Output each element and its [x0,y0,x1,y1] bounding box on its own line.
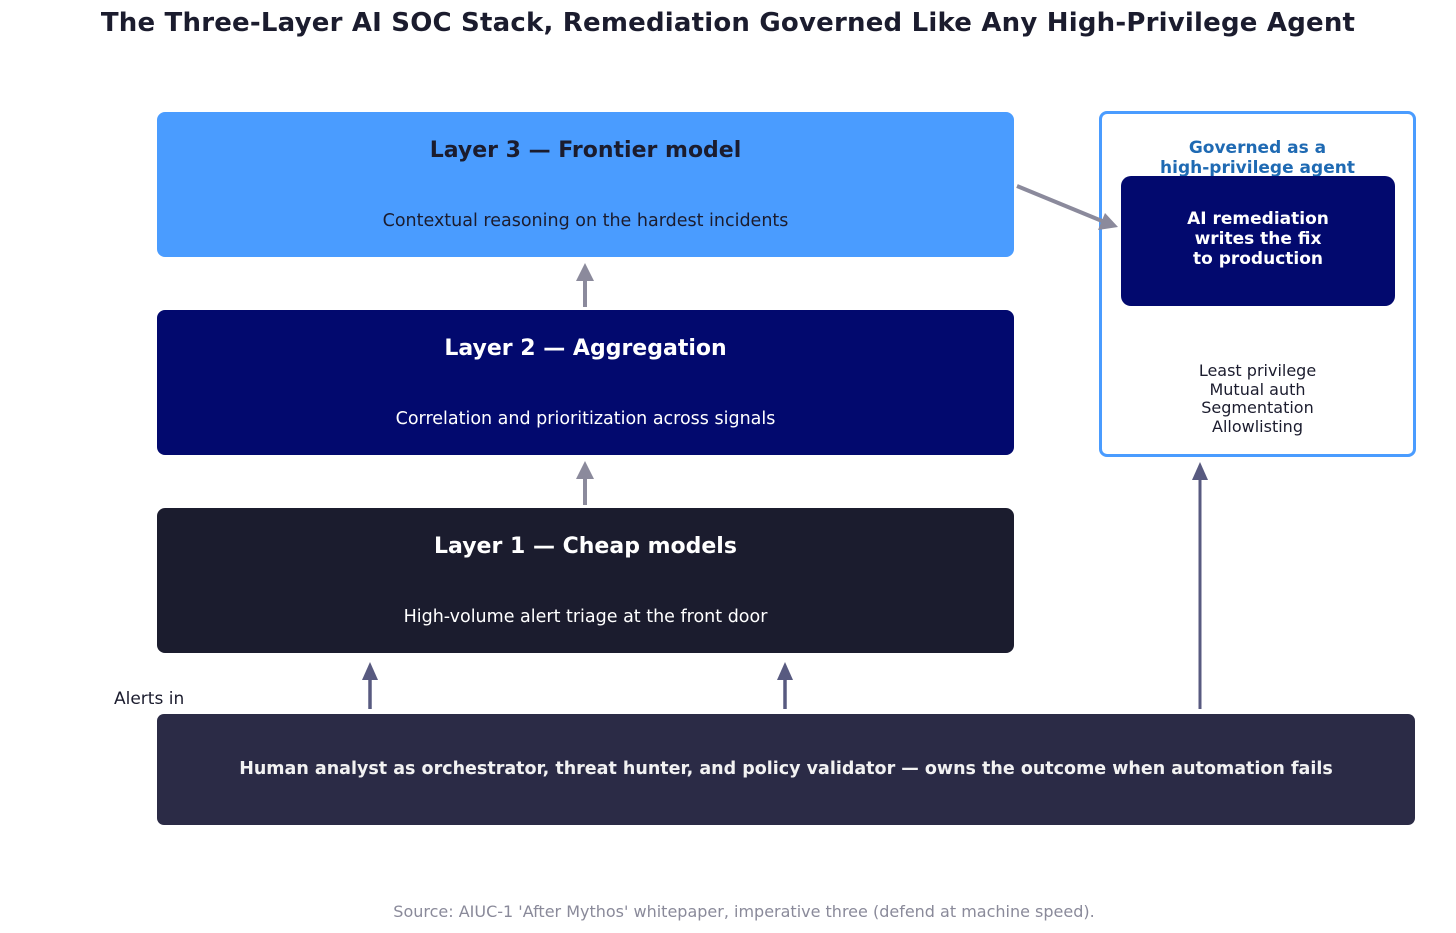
control-item: Allowlisting [1212,416,1303,436]
layer-1-box: Layer 1 — Cheap models High-volume alert… [157,508,1014,653]
human-analyst-box: Human analyst as orchestrator, threat hu… [157,714,1415,825]
governance-title-line-2: high-privilege agent [1160,158,1355,178]
layer-2-box: Layer 2 — Aggregation Correlation and pr… [157,310,1014,455]
controls-list: Least privilege Mutual auth Segmentation… [1102,361,1413,436]
layer-3-subtitle: Contextual reasoning on the hardest inci… [382,211,789,231]
governance-title: Governed as a high-privilege agent [1102,138,1413,178]
arrow-human-to-layer1-right [777,662,793,709]
governance-title-line-1: Governed as a [1188,138,1327,158]
arrow-layer2-to-layer3 [576,263,594,307]
remediation-line-2: writes the fix [1194,229,1322,249]
diagram-title: The Three-Layer AI SOC Stack, Remediatio… [100,8,1356,38]
governance-box: Governed as a high-privilege agent AI re… [1099,111,1416,457]
alerts-in-label: Alerts in [114,689,185,709]
source-note: Source: AIUC-1 'After Mythos' whitepaper… [393,902,1095,921]
arrow-human-to-layer1-left [362,662,378,709]
layer-1-subtitle: High-volume alert triage at the front do… [403,607,768,627]
human-analyst-label: Human analyst as orchestrator, threat hu… [239,759,1333,779]
layer-2-subtitle: Correlation and prioritization across si… [395,409,776,429]
layer-2-title: Layer 2 — Aggregation [444,336,727,361]
remediation-box: AI remediation writes the fix to product… [1121,176,1395,306]
layer-3-title: Layer 3 — Frontier model [429,138,742,163]
arrow-layer1-to-layer2 [576,461,594,505]
remediation-line-1: AI remediation [1187,209,1329,229]
layer-1-title: Layer 1 — Cheap models [434,534,737,559]
control-item: Mutual auth [1209,379,1306,399]
control-item: Least privilege [1198,361,1317,380]
control-item: Segmentation [1201,398,1314,417]
layer-3-box: Layer 3 — Frontier model Contextual reas… [157,112,1014,257]
arrow-human-to-governance [1192,462,1208,709]
remediation-line-3: to production [1192,249,1324,269]
